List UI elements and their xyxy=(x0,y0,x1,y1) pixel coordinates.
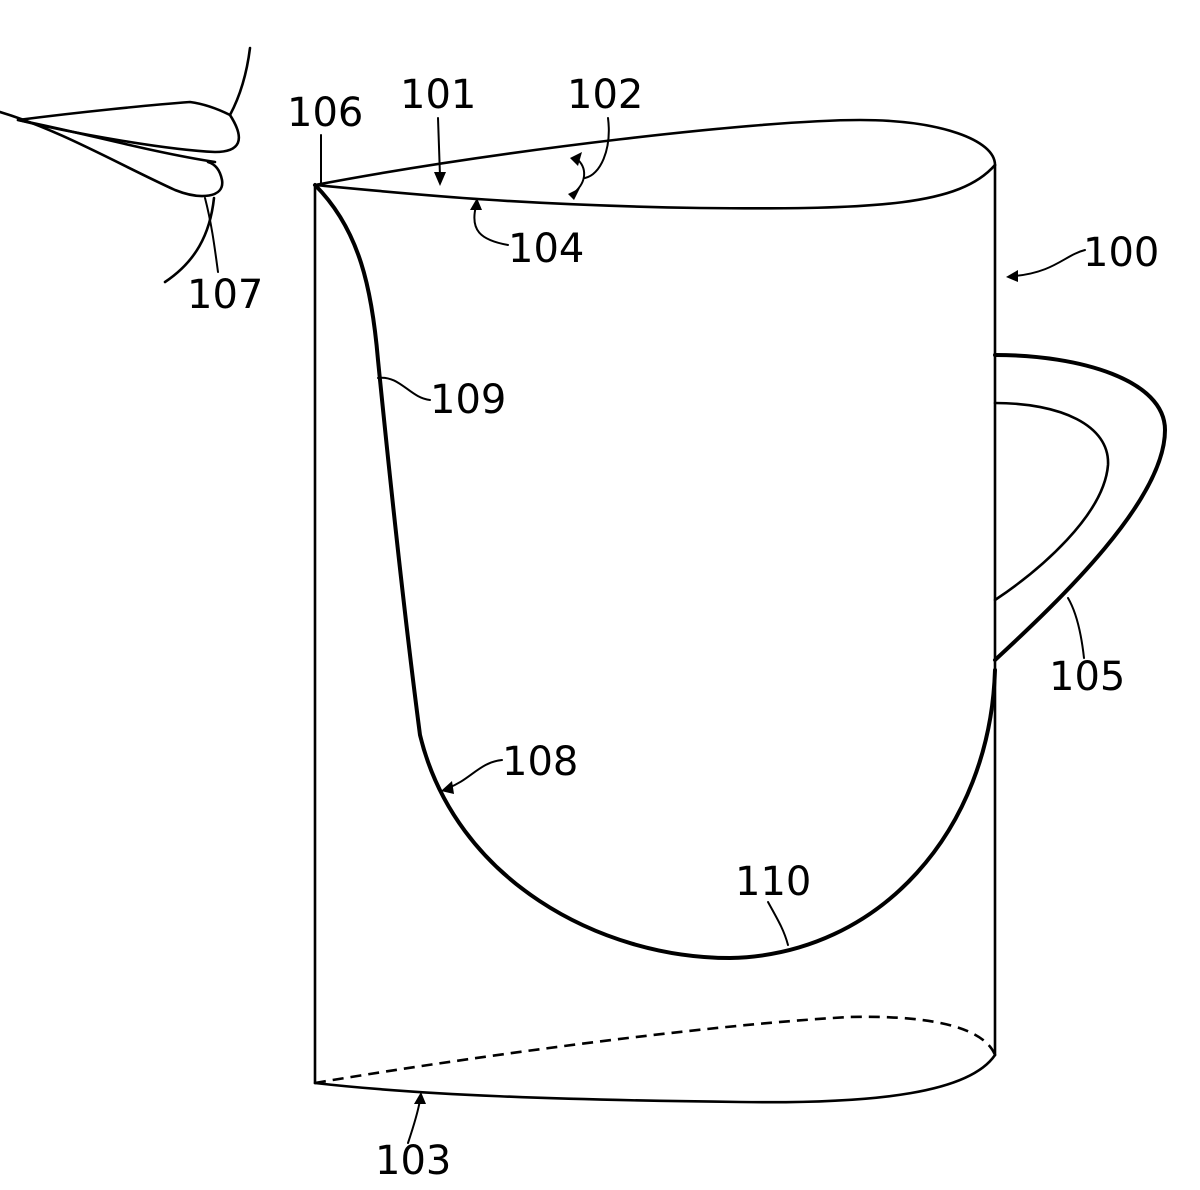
leader-103 xyxy=(407,1099,421,1144)
label-101: 101 xyxy=(400,72,476,118)
leader-101 xyxy=(437,117,441,177)
label-102: 102 xyxy=(567,72,643,118)
top-rim-back xyxy=(313,118,997,187)
bottom-edge-front xyxy=(313,1053,997,1104)
arrowhead-101 xyxy=(434,172,446,186)
label-108: 108 xyxy=(502,739,578,785)
cutaway-curve xyxy=(313,183,997,960)
leader-100 xyxy=(1014,249,1086,277)
mouth-line xyxy=(16,118,217,164)
leader-105 xyxy=(1067,597,1085,659)
bottom-edge-hidden xyxy=(314,1015,997,1085)
handle-inner xyxy=(993,401,1110,602)
face-contour xyxy=(228,46,252,117)
leader-lines xyxy=(204,117,1086,1144)
leader-109 xyxy=(377,376,431,401)
arrowhead-102-top xyxy=(570,152,582,166)
leader-110 xyxy=(767,901,789,946)
label-106: 106 xyxy=(287,90,363,136)
label-110: 110 xyxy=(735,859,811,905)
arrowhead-104 xyxy=(470,198,482,210)
label-107: 107 xyxy=(187,272,263,318)
reference-labels: 106 101 102 104 100 107 109 105 108 110 … xyxy=(187,72,1159,1184)
leader-107 xyxy=(204,197,219,273)
arrowhead-103 xyxy=(414,1092,426,1104)
lower-lip xyxy=(0,110,224,198)
top-rim-front xyxy=(313,163,997,210)
leader-108 xyxy=(447,759,503,789)
leader-102 xyxy=(584,117,610,179)
lips-drawing xyxy=(0,46,252,284)
arrowhead-100 xyxy=(1006,270,1018,282)
label-109: 109 xyxy=(430,377,506,423)
label-103: 103 xyxy=(375,1138,451,1184)
label-100: 100 xyxy=(1083,230,1159,276)
label-105: 105 xyxy=(1049,654,1125,700)
handle xyxy=(993,353,1167,662)
label-104: 104 xyxy=(508,226,584,272)
arrowhead-108 xyxy=(441,781,454,794)
mug xyxy=(313,118,997,1104)
chin-contour xyxy=(163,196,216,284)
leader-104 xyxy=(473,205,509,246)
handle-outer xyxy=(993,353,1167,662)
arrowhead-102-bottom xyxy=(568,188,580,200)
